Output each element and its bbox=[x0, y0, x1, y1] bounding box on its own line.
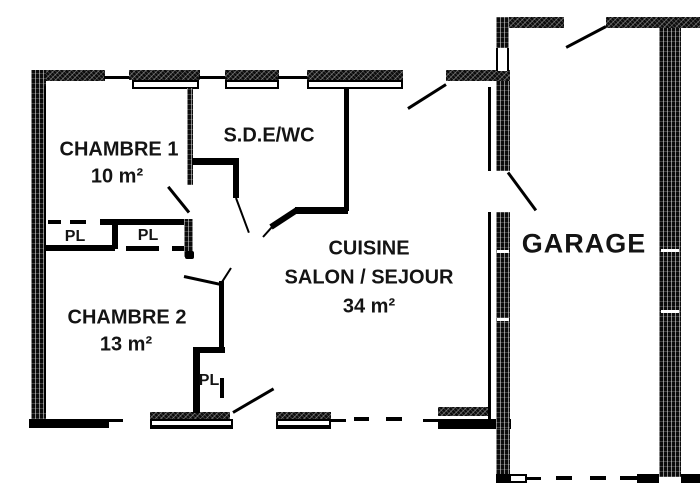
garage-bottom-line bbox=[527, 477, 541, 480]
bottom-closet-top-wall bbox=[193, 347, 225, 353]
closet-dash bbox=[48, 220, 61, 224]
chambre2-door-swing bbox=[183, 275, 222, 286]
garage-bottom-bar bbox=[637, 474, 659, 483]
left-outer-wall bbox=[31, 70, 46, 419]
bottom-closet-left-wall bbox=[193, 347, 200, 413]
closet-dash bbox=[126, 246, 159, 251]
closet-label-2: PL bbox=[137, 227, 159, 244]
window-hatch bbox=[129, 70, 200, 80]
sde-right-wall bbox=[344, 88, 349, 211]
closet-dash bbox=[172, 246, 189, 251]
window-frame bbox=[132, 80, 199, 89]
top-wall-line bbox=[104, 76, 130, 79]
wall-joint bbox=[497, 250, 509, 253]
salon-sejour-label: SALON / SEJOUR bbox=[284, 266, 454, 289]
salon-area-label: 34 m² bbox=[342, 295, 396, 318]
garage-left-wall-top bbox=[496, 17, 509, 48]
window-hatch bbox=[276, 412, 331, 420]
bottom-closet-door-dash bbox=[220, 378, 224, 398]
closet-label-1: PL bbox=[64, 228, 86, 245]
wall-return-frame bbox=[509, 474, 527, 483]
chambre1-right-wall bbox=[187, 88, 193, 185]
closet-bottom-wall bbox=[46, 245, 115, 251]
wall-joint bbox=[661, 249, 679, 252]
door-stop-tick bbox=[262, 225, 274, 238]
bottom-opening-dash bbox=[354, 417, 369, 421]
wall-post bbox=[496, 474, 509, 483]
closet-label-3: PL bbox=[198, 372, 220, 389]
window-hatch bbox=[307, 70, 403, 80]
closet-dash bbox=[70, 220, 86, 224]
entry-door-swing bbox=[407, 83, 447, 110]
shared-wall-inner-line bbox=[488, 212, 491, 420]
garage-bottom-line bbox=[620, 476, 637, 480]
garage-bottom-bar bbox=[681, 474, 700, 483]
chambre2-area-label: 13 m² bbox=[99, 333, 153, 356]
top-wall-line bbox=[278, 76, 308, 79]
sde-door-swing bbox=[235, 197, 250, 234]
bottom-wall-line bbox=[109, 419, 123, 422]
hall-wall-stub bbox=[184, 219, 193, 257]
window-frame bbox=[307, 80, 403, 89]
french-window-frame bbox=[150, 419, 233, 429]
french-window-hatch bbox=[150, 412, 230, 420]
sde-top-wall bbox=[192, 158, 238, 165]
garage-top-door-swing bbox=[565, 25, 607, 49]
cuisine-label: CUISINE bbox=[328, 237, 410, 260]
sde-bottom-wall bbox=[295, 207, 348, 214]
bottom-right-wall-bar bbox=[438, 419, 511, 429]
bottom-opening-dash bbox=[386, 417, 402, 421]
wall-joint bbox=[661, 310, 679, 313]
window-frame bbox=[276, 419, 331, 429]
sde-wc-label: S.D.E/WC bbox=[223, 124, 315, 147]
closet-top-wall bbox=[100, 219, 188, 225]
top-wall-segment bbox=[31, 70, 105, 81]
left-wall-inner-line bbox=[44, 86, 46, 413]
garage-label: GARAGE bbox=[521, 228, 647, 259]
bottom-right-wall-hatch bbox=[438, 407, 490, 416]
bottom-wall-line bbox=[331, 419, 346, 422]
bottom-left-wall-bar bbox=[29, 419, 109, 428]
chambre1-area-label: 10 m² bbox=[90, 165, 144, 188]
chambre1-door-swing bbox=[167, 185, 191, 214]
salon-chambre2-wall bbox=[219, 281, 224, 353]
top-wall-segment bbox=[446, 70, 510, 81]
top-wall-line bbox=[199, 76, 227, 79]
garage-top-wall-segment bbox=[496, 17, 564, 28]
garage-top-wall-segment bbox=[606, 17, 700, 28]
door-hinge bbox=[185, 251, 194, 259]
french-door-swing bbox=[232, 387, 275, 414]
garage-left-window bbox=[496, 48, 509, 71]
garage-door-dash bbox=[590, 476, 606, 480]
sde-left-wall bbox=[233, 158, 239, 198]
shared-wall-upper bbox=[496, 81, 510, 171]
chambre2-label: CHAMBRE 2 bbox=[67, 306, 187, 329]
window-hatch bbox=[225, 70, 279, 80]
closet-divider-wall bbox=[112, 219, 118, 249]
garage-left-wall-lower bbox=[496, 428, 510, 475]
garage-right-wall bbox=[659, 28, 681, 477]
chambre1-label: CHAMBRE 1 bbox=[59, 138, 179, 161]
bottom-wall-line bbox=[423, 419, 438, 422]
garage-door-dash bbox=[556, 476, 572, 480]
wall-joint bbox=[497, 318, 509, 321]
garage-access-door-swing bbox=[506, 171, 538, 212]
shared-wall-inner-line bbox=[488, 87, 491, 171]
window-frame bbox=[225, 80, 279, 89]
